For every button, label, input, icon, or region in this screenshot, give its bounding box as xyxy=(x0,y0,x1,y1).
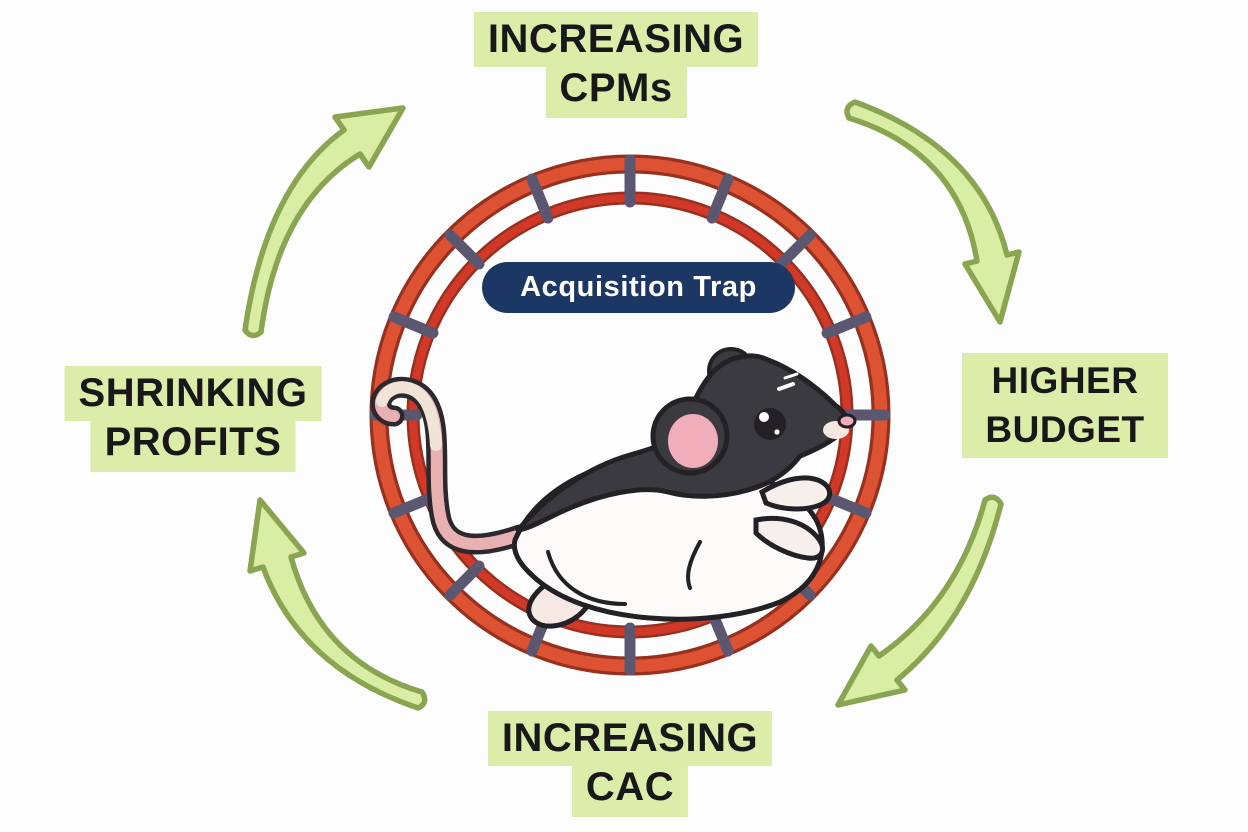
rat-near-ear xyxy=(650,396,730,476)
cycle-arrow-top-left-icon xyxy=(242,105,406,339)
center-badge: Acquisition Trap xyxy=(482,262,795,313)
label-shrinking-profits: SHRINKING PROFITS xyxy=(64,366,322,473)
label-increasing-cpms-line1: INCREASING xyxy=(473,12,759,68)
label-shrinking-profits-line2: PROFITS xyxy=(90,419,296,473)
label-higher-budget: HIGHER BUDGET xyxy=(962,353,1168,458)
label-shrinking-profits-line1: SHRINKING xyxy=(64,366,322,422)
cycle-arrow-top-right-icon xyxy=(844,99,1022,325)
rat-icon xyxy=(370,347,857,629)
label-increasing-cac: INCREASING CAC xyxy=(487,711,773,818)
label-increasing-cac-line2: CAC xyxy=(571,764,689,818)
cycle-arrow-bottom-right-icon xyxy=(835,494,1004,708)
label-increasing-cpms-line2: CPMs xyxy=(545,65,687,119)
rat-tail xyxy=(370,376,531,555)
label-increasing-cac-line1: INCREASING xyxy=(487,711,773,767)
label-higher-budget-line2: BUDGET xyxy=(985,408,1145,450)
rat-front-paw-lower xyxy=(753,515,825,561)
cycle-arrow-bottom-left-icon xyxy=(247,497,428,711)
center-badge-label: Acquisition Trap xyxy=(520,271,757,303)
label-higher-budget-line1: HIGHER xyxy=(991,360,1139,402)
rat-nose xyxy=(837,413,857,429)
label-increasing-cpms: INCREASING CPMs xyxy=(473,12,759,119)
rat-front-paw-upper xyxy=(758,475,833,512)
rat-eye xyxy=(754,408,786,440)
